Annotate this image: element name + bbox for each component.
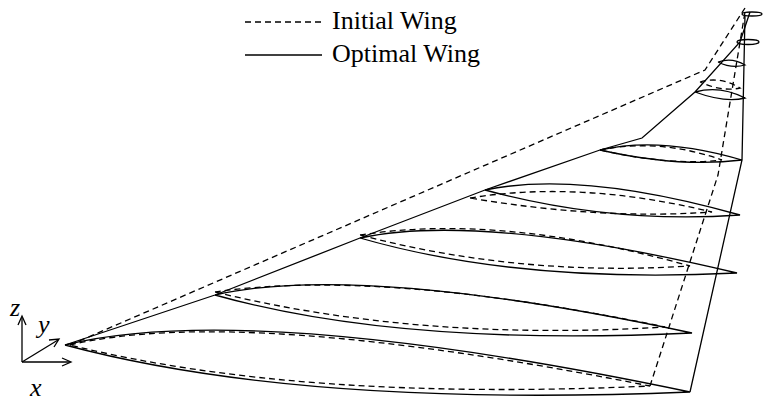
axis-label: y — [38, 312, 50, 338]
legend-text: Initial Wing — [332, 8, 457, 34]
legend-dashed-sample — [245, 21, 322, 22]
axis-label: z — [10, 295, 20, 321]
optimal-wing — [65, 12, 762, 395]
axis-label: x — [30, 375, 42, 401]
initial-wing — [70, 8, 745, 390]
legend-text: Optimal Wing — [332, 41, 480, 67]
legend-solid-sample — [245, 54, 322, 55]
